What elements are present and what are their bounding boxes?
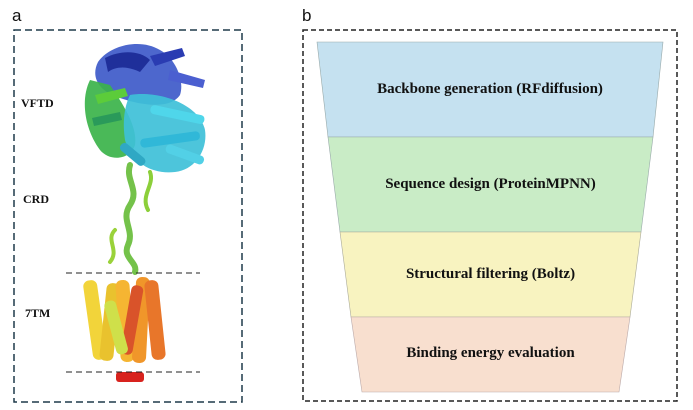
stage-2-label: Sequence design (ProteinMPNN)	[385, 176, 596, 192]
stage-4-band	[350, 316, 631, 393]
panel-b-frame	[302, 29, 678, 402]
stage-4-label: Binding energy evaluation	[406, 345, 575, 361]
stage-1-label: Backbone generation (RFdiffusion)	[377, 81, 603, 97]
stage-3-label: Structural filtering (Boltz)	[405, 266, 576, 282]
protein-structure-illustration	[83, 43, 206, 382]
domain-label-7tm: 7TM	[25, 306, 51, 320]
panel-b-letter: b	[302, 6, 312, 25]
domain-label-crd: CRD	[23, 192, 49, 206]
panel-a-letter: a	[12, 6, 22, 25]
panel-a-frame	[13, 29, 243, 403]
domain-label-vftd: VFTD	[21, 96, 54, 110]
